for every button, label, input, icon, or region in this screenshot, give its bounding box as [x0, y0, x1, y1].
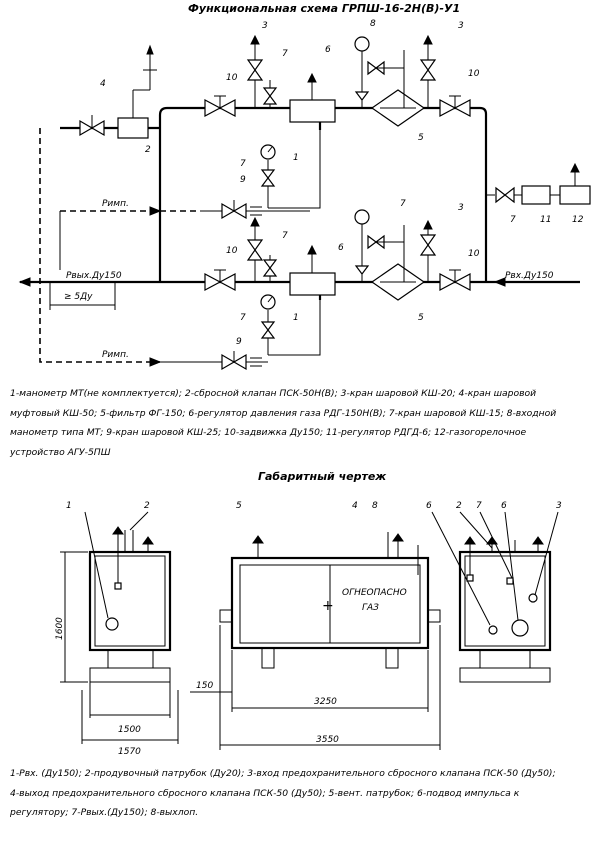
callout-6: 6 — [338, 243, 344, 253]
relief-valve-2 — [117, 117, 149, 139]
gate-valve-10 — [439, 269, 471, 291]
callout-2: 2 — [145, 145, 151, 155]
callout-5: 5 — [236, 501, 242, 511]
callout-10: 10 — [468, 69, 480, 79]
callout-6: 6 — [325, 45, 331, 55]
ball-valve-3 — [419, 234, 437, 256]
dim-height: 1600 — [55, 617, 65, 640]
callout-1: 1 — [293, 153, 299, 163]
ball-valve-9 — [221, 351, 247, 371]
ball-valve-7 — [262, 259, 278, 277]
callout-8: 8 — [370, 19, 376, 29]
ball-valve-3 — [419, 59, 437, 81]
callout-1: 1 — [66, 501, 72, 511]
plus-mark: + — [322, 598, 334, 614]
callout-4: 4 — [100, 79, 106, 89]
sign-line1: ОГНЕОПАСНО — [342, 588, 407, 598]
gate-valve-10 — [439, 95, 471, 117]
pipe-line — [158, 106, 290, 128]
gate-valve-10 — [204, 269, 236, 291]
legend-bottom: 1-Рвх. (Ду150); 2-продувочный патрубок (… — [10, 764, 556, 823]
legend-line: регулятору; 7-Рвых.(Ду150); 8-выхлоп. — [10, 807, 199, 818]
dim-1500: 1500 — [118, 725, 141, 735]
callout-11: 11 — [540, 215, 551, 225]
callout-10: 10 — [226, 73, 238, 83]
legend-line: 1-манометр МТ(не комплектуется); 2-сброс… — [10, 388, 537, 399]
callout-1: 1 — [293, 313, 299, 323]
legend-line: 1-Рвх. (Ду150); 2-продувочный патрубок (… — [10, 768, 556, 779]
callout-3: 3 — [458, 21, 464, 31]
inlet-arrow — [493, 277, 506, 287]
ball-valve-7 — [260, 321, 276, 339]
callout-10: 10 — [468, 249, 480, 259]
gate-valve-10 — [204, 95, 236, 117]
callout-8: 8 — [372, 501, 378, 511]
left-view — [84, 511, 172, 683]
callout-7: 7 — [510, 215, 516, 225]
drawing-title: Габаритный чертеж — [258, 470, 387, 483]
outlet-label: Рвых.Ду150 — [66, 271, 122, 281]
callout-9: 9 — [240, 175, 246, 185]
callout-7: 7 — [240, 159, 246, 169]
callout-7: 7 — [282, 49, 288, 59]
callout-5: 5 — [418, 133, 424, 143]
callout-6: 6 — [426, 501, 432, 511]
ball-valve-7 — [260, 169, 276, 187]
legend-line: муфтовый КШ-50; 5-фильтр ФГ-150; 6-регул… — [10, 407, 557, 419]
rimp-label-top: Римп. — [102, 199, 129, 209]
callout-3: 3 — [556, 501, 562, 511]
inlet-circle — [105, 617, 119, 631]
callout-7: 7 — [476, 501, 482, 511]
callout-7: 7 — [400, 199, 406, 209]
regulator-6 — [289, 272, 336, 296]
callout-3: 3 — [262, 21, 268, 31]
callout-9: 9 — [236, 337, 242, 347]
impulse-line — [39, 128, 160, 363]
regulator-6 — [289, 99, 336, 123]
callout-10: 10 — [226, 246, 238, 256]
ball-valve-3 — [246, 239, 264, 261]
ball-valve-3 — [246, 59, 264, 81]
side-view — [431, 511, 559, 683]
callout-2: 2 — [456, 501, 462, 511]
ball-valve-7 — [495, 186, 515, 204]
legend-line: 4-выход предохранительного сбросного кла… — [10, 787, 520, 799]
callout-7: 7 — [282, 231, 288, 241]
legend-line: устройство АГУ-5ПШ — [10, 446, 111, 458]
ball-valve-7 — [262, 87, 278, 105]
callout-3: 3 — [458, 203, 464, 213]
callout-7: 7 — [240, 313, 246, 323]
ball-valve-4 — [79, 115, 105, 137]
dim-150: 150 — [196, 681, 213, 691]
outlet-arrow — [18, 277, 31, 287]
dim-3550: 3550 — [316, 735, 339, 745]
inlet-label: Рвх.Ду150 — [505, 271, 554, 281]
regulator-11 — [521, 185, 551, 205]
front-view: + — [219, 532, 441, 669]
dim-label: ≥ 5Ду — [64, 292, 93, 302]
legend-line: манометр типа МТ; 9-кран шаровой КШ-25; … — [10, 427, 527, 438]
ball-valve-9 — [221, 200, 247, 220]
sign-line2: ГАЗ — [362, 603, 379, 613]
dim-1570: 1570 — [118, 747, 141, 757]
manometer-8 — [354, 36, 370, 52]
scheme-title: Функциональная схема ГРПШ-16-2Н(В)-У1 — [188, 2, 461, 15]
callout-2: 2 — [144, 501, 150, 511]
pipe-line — [479, 106, 488, 282]
callout-4: 4 — [352, 501, 358, 511]
callout-12: 12 — [572, 215, 584, 225]
burner-12 — [559, 185, 591, 205]
manometer-8 — [354, 209, 370, 225]
callout-6: 6 — [501, 501, 507, 511]
callout-5: 5 — [418, 313, 424, 323]
dim-3250: 3250 — [314, 697, 337, 707]
rimp-label-bottom: Римп. — [102, 350, 129, 360]
legend-top: 1-манометр МТ(не комплектуется); 2-сброс… — [10, 384, 556, 462]
